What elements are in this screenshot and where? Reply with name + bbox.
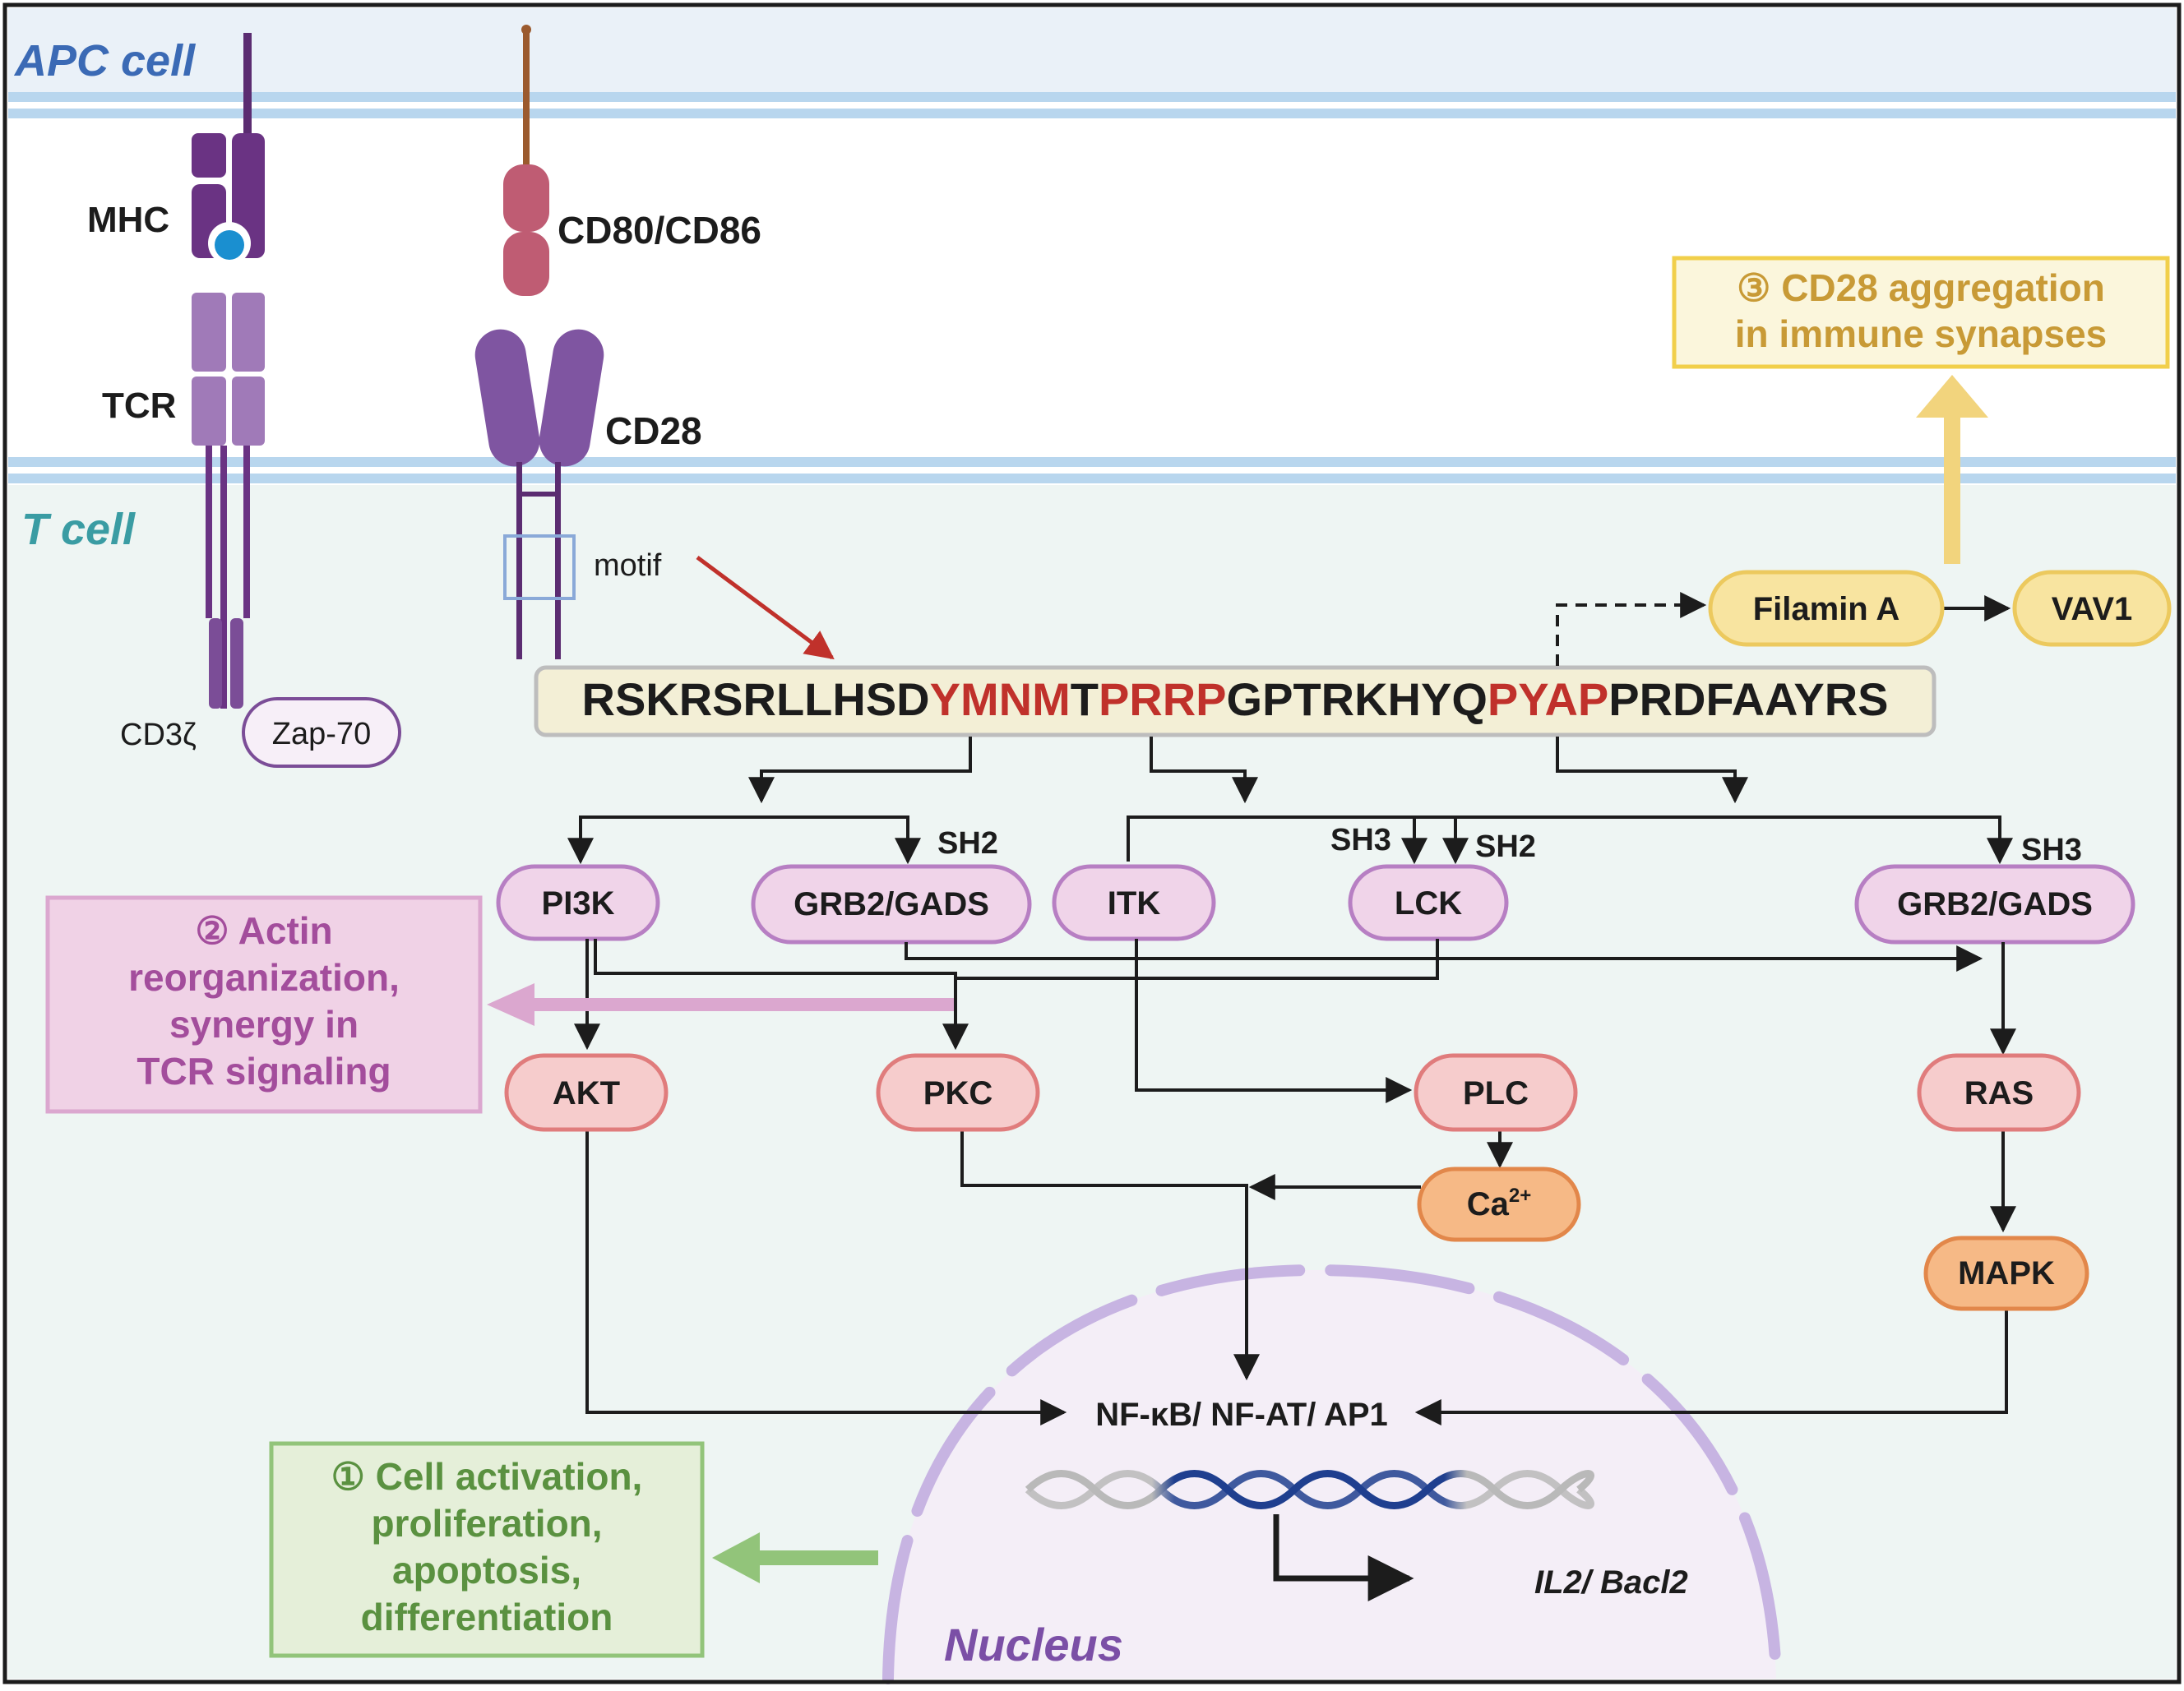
pi3k-node: PI3K	[496, 864, 660, 941]
sequence-branch-arrows	[567, 737, 2013, 865]
vav1-node: VAV1	[2012, 570, 2172, 647]
mhc-label: MHC	[87, 200, 169, 240]
tcell-membrane	[8, 457, 2176, 483]
outcome1-line1: ① Cell activation,	[331, 1455, 643, 1498]
itk-node: ITK	[1052, 864, 1216, 941]
motif-label: motif	[594, 548, 662, 583]
outcome2-line2: reorganization,	[128, 956, 400, 999]
outcome2-box: ② Actin reorganization, synergy in TCR s…	[45, 895, 483, 1114]
outcome3-arrow	[1916, 375, 1988, 564]
cd28-sequence-box	[534, 665, 1936, 737]
outcome3-line2: in immune synapses	[1735, 312, 2108, 355]
pkc-label: PKC	[923, 1075, 993, 1111]
plc-node: PLC	[1414, 1053, 1578, 1132]
outcome3-box: ③ CD28 aggregation in immune synapses	[1672, 256, 2170, 369]
itk-label: ITK	[1108, 885, 1161, 922]
genes-label: IL2/ Bacl2	[1534, 1564, 1688, 1601]
transcription-factors-label: NF-κB/ NF-AT/ AP1	[1095, 1397, 1388, 1433]
filamin-branch-arrows	[1556, 592, 2011, 666]
pi3k-label: PI3K	[542, 885, 615, 922]
filamin-a-node: Filamin A	[1708, 570, 1945, 647]
cd3z-label: CD3ζ	[120, 718, 197, 752]
outcome1-box: ① Cell activation, proliferation, apopto…	[269, 1441, 705, 1658]
filamin-a-label: Filamin A	[1753, 591, 1900, 627]
cd80-cd86-label: CD80/CD86	[558, 209, 761, 252]
sequence-motif-3: PRRP	[1099, 673, 1227, 725]
mhc-tcr-complex	[192, 33, 265, 709]
lck-node: LCK	[1348, 864, 1509, 941]
apc-region	[8, 8, 2176, 99]
motif-arrow	[696, 555, 835, 660]
apc-cell-label: APC cell	[13, 36, 196, 85]
outcome3-line1: ③ CD28 aggregation	[1737, 266, 2105, 309]
calcium-label: Ca2+	[1467, 1185, 1532, 1222]
outcome2-line3: synergy in	[169, 1003, 359, 1046]
akt-label: AKT	[553, 1075, 620, 1111]
sh3-lck-label: SH3	[1330, 823, 1391, 857]
second-tier-arrows	[574, 939, 2016, 1425]
sequence-motif-5: PYAP	[1488, 673, 1608, 725]
outcome1-line2: proliferation,	[371, 1502, 602, 1545]
grb2-gads-left-node: GRB2/GADS	[751, 864, 1032, 945]
sh3-right-label: SH3	[2021, 833, 2082, 867]
motif-box	[503, 534, 576, 600]
cd28-receptor	[474, 329, 604, 659]
mapk-label: MAPK	[1958, 1255, 2055, 1291]
tcell-label: T cell	[21, 505, 136, 554]
outcome1-line3: apoptosis,	[392, 1549, 581, 1592]
sequence-fragment-4: GPTRKHYQ	[1227, 673, 1488, 725]
vav1-label: VAV1	[2052, 591, 2133, 627]
nucleus-label: Nucleus	[944, 1619, 1123, 1670]
sequence-fragment-6: PRDFAAYRS	[1608, 673, 1888, 725]
grb2-gads-right-label: GRB2/GADS	[1897, 886, 2093, 922]
sequence-motif-1: YMNM	[930, 673, 1071, 725]
tcr-label: TCR	[102, 386, 176, 426]
cd28-sequence: RSKRSRLLHSDYMNMTPRRPGPTRKHYQPYAPPRDFAAYR…	[582, 673, 1889, 725]
outcome2-arrow	[487, 983, 954, 1026]
outcome2-line1: ② Actin	[195, 909, 332, 952]
outcome2-line4: TCR signaling	[136, 1050, 391, 1093]
plc-label: PLC	[1463, 1075, 1529, 1111]
calcium-node: Ca2+	[1417, 1167, 1581, 1242]
zap70-node: Zap-70	[242, 697, 401, 768]
transcription-arrow	[1273, 1514, 1414, 1601]
sh2-lck-label: SH2	[1475, 829, 1536, 864]
cd80-cd86-ligand	[503, 25, 549, 296]
mapk-node: MAPK	[1923, 1236, 2089, 1311]
grb2-gads-left-label: GRB2/GADS	[794, 886, 989, 922]
cd28-label: CD28	[605, 409, 702, 452]
ras-label: RAS	[1964, 1075, 2034, 1111]
zap70-label: Zap-70	[272, 717, 371, 751]
sequence-fragment-2: T	[1071, 673, 1099, 725]
akt-node: AKT	[504, 1053, 669, 1132]
outcome1-line4: differentiation	[361, 1596, 613, 1638]
sequence-fragment-0: RSKRSRLLHSD	[582, 673, 930, 725]
pkc-node: PKC	[876, 1053, 1040, 1132]
sh2-left-label: SH2	[937, 826, 998, 861]
outcome1-arrow	[712, 1532, 878, 1583]
lck-label: LCK	[1395, 885, 1462, 922]
grb2-gads-right-node: GRB2/GADS	[1854, 864, 2135, 945]
dna-helix-icon	[1025, 1470, 1594, 1509]
apc-membrane	[8, 92, 2176, 118]
ras-node: RAS	[1917, 1053, 2081, 1132]
